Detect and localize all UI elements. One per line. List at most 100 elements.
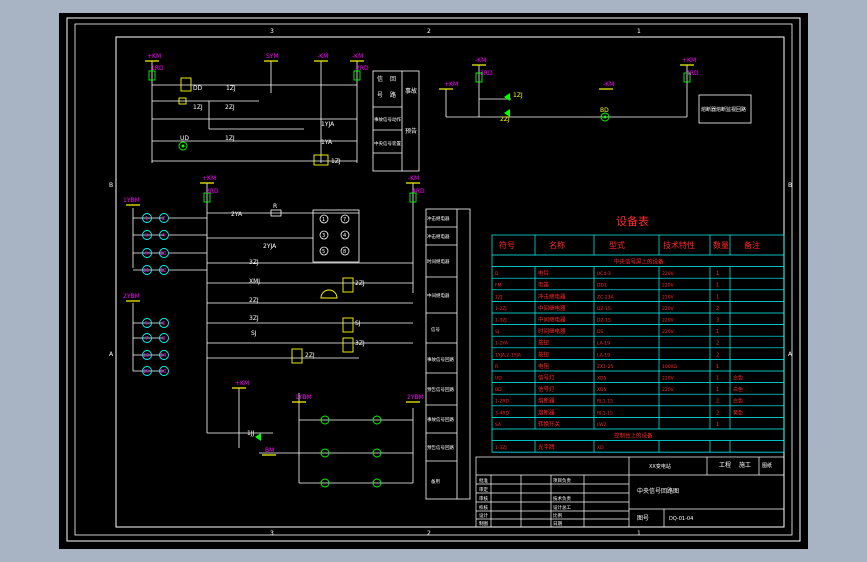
middle-components (203, 192, 417, 441)
table-row-name: 冲击继电器 (538, 292, 566, 300)
side-label-accident-action: 事故信号动作 (374, 116, 401, 123)
table-row-model: LA-19 (597, 352, 610, 358)
table-row-qty: 2 (716, 306, 719, 312)
table-row-symbol: 1-2ZJ (495, 306, 507, 312)
label-xmj: XMJ (249, 278, 260, 285)
table-row-spec: 220V (662, 283, 675, 289)
top-left-side-box (372, 70, 420, 172)
label-sj-a: SJ (355, 320, 361, 327)
table-row-qty: 2 (716, 341, 719, 347)
table-row-model: LA-19 (597, 341, 610, 347)
circuit-drawing: 3 2 1 3 2 1 B A B A +KM SYM -KM -KM 1RD (66, 17, 801, 542)
table-row-symbol: 1ZJ (495, 294, 502, 300)
table-row-name: 按钮 (538, 350, 550, 358)
table-row-qty: 2 (716, 352, 719, 358)
tb-role-6: 制图 (479, 520, 488, 527)
mid-side-1: 冲击继电器 (427, 215, 450, 222)
table-row-spec: 220V (662, 271, 675, 277)
mid-side-5: 信号 (431, 326, 440, 333)
mid-fuse-3rd: 3RD (206, 188, 219, 195)
table-header-3: 技术特性 (663, 240, 695, 250)
table-row-symbol: UD (495, 376, 502, 382)
box-term-7: 7 (343, 217, 346, 223)
label-2zj-c: 2ZJ (305, 352, 315, 359)
label-3zj-a: 3ZJ (249, 259, 259, 266)
drawing-canvas: 3 2 1 3 2 1 B A B A +KM SYM -KM -KM 1RD (59, 13, 808, 549)
table-row-symbol: 1-2RD (495, 399, 509, 405)
zone-letter-right-b: B (788, 182, 792, 189)
inner-border (74, 23, 793, 536)
bus-label-km-minus-2: -KM (352, 53, 363, 60)
label-1ybm-lower: 1YBM (295, 394, 312, 401)
label-1zj-d: 1ZJ (331, 158, 341, 165)
table-row-spec: 220V (662, 306, 675, 312)
tb-drawing-title: 中央信号回路图 (637, 487, 679, 495)
label-1zj-c: 1ZJ (225, 135, 235, 142)
box-term-1: 1 (322, 217, 325, 223)
table-row-symbol: FM (495, 283, 502, 289)
table-row-qty: 1 (716, 271, 719, 277)
side-label-central-signal: 中央信号装置 (374, 140, 401, 147)
mid-ground-bm: BM (265, 447, 274, 454)
table-row-model: RL1-15 (597, 399, 613, 405)
zone-number-top-3: 1 (637, 28, 641, 35)
tr-label-bd: BD (600, 107, 609, 114)
tb-role-4: 校核 (479, 504, 488, 511)
tb-role2-4: 比例 (553, 512, 562, 519)
bus-label-km-minus-1: -KM (317, 53, 328, 60)
top-right-components (475, 72, 752, 124)
tr-bus-km-plus-2: +KM (682, 57, 696, 64)
label-2zj-b: 2ZJ (355, 280, 365, 287)
label-2zj: 2ZJ (225, 104, 235, 111)
fuse-label-2rd: 2RD (356, 65, 369, 72)
table-section: 控制台上的设备 (614, 432, 653, 440)
term-11: 11 (143, 268, 149, 274)
table-header-4: 数量 (713, 240, 729, 250)
table-row-note: 黄色 (733, 409, 743, 416)
label-1yja: 1YJA (321, 121, 335, 128)
tb-role-1: 批准 (479, 477, 488, 484)
side-label-warning: 预告 (405, 127, 417, 135)
table-row-name: 按钮 (538, 339, 550, 347)
label-1ya: 1YA (321, 139, 333, 146)
mid-bus-km-lower-1: +KM (235, 380, 249, 387)
label-3zj-c: 3ZJ (355, 340, 365, 347)
table-row-symbol: SA (495, 422, 502, 428)
table-row-symbol: D (495, 271, 499, 277)
term-2: 2 (162, 216, 165, 222)
table-row-model: XD (597, 445, 604, 451)
table-row-name: 时间继电器 (538, 327, 566, 335)
table-row-model: DZ-15 (597, 306, 611, 312)
table-row-model: XD5 (597, 376, 607, 382)
table-row-name: 信号灯 (538, 385, 555, 393)
table-header-0: 符号 (499, 240, 515, 250)
side-label-hao: 号 (377, 92, 383, 99)
label-dd: DD (193, 85, 203, 92)
zone-number-bottom-2: 2 (427, 530, 431, 537)
table-row-name: 熔断器 (538, 408, 555, 416)
zone-letter-right-a: A (788, 351, 793, 358)
table-row-symbol: SJ (495, 329, 499, 335)
tb-role-3: 审核 (479, 495, 488, 502)
mid-bus-km-minus: -KM (408, 175, 419, 182)
term-b16: 16 (160, 369, 166, 375)
table-row-model: ZC-23A (597, 294, 615, 300)
term-b15: 15 (143, 369, 149, 375)
table-header-2: 型式 (609, 240, 625, 250)
bus-label-km-plus: +KM (147, 53, 161, 60)
top-right-circuit (445, 65, 688, 118)
tb-role2-5: 日期 (553, 521, 562, 527)
zone-letter-left-b: B (109, 182, 113, 189)
tb-role2-3: 设计总工 (553, 504, 571, 511)
side-label-hui: 回 (390, 76, 396, 83)
table-row-spec: 220V (662, 318, 675, 324)
table-row-qty: 1 (716, 329, 719, 335)
top-left-components (148, 70, 361, 166)
middle-circuit-wires (132, 183, 414, 484)
table-row-name: 电笛 (538, 281, 550, 289)
zone-number-top-1: 3 (270, 28, 274, 35)
label-r: R (273, 203, 277, 210)
side-label-accident: 事故 (405, 87, 417, 95)
table-row-symbol: 1-2YA (495, 341, 509, 347)
middle-side-box (425, 208, 471, 500)
